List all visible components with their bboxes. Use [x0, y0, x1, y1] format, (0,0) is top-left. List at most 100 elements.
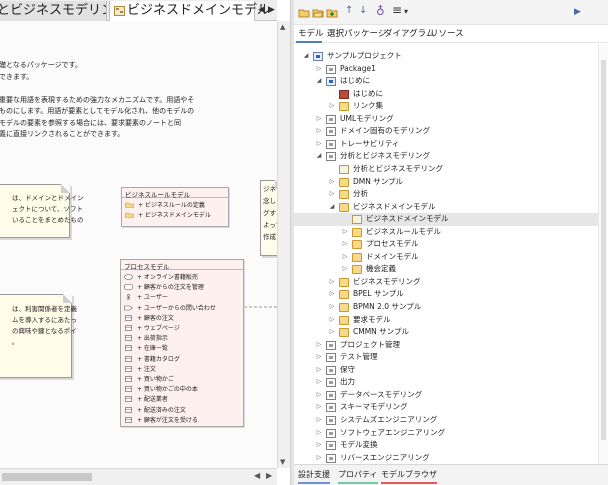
package-member[interactable]: + ユーザー [124, 294, 168, 302]
tree-item[interactable]: ▷スキーマモデリング [294, 401, 598, 414]
expand-icon[interactable]: ▷ [342, 252, 348, 260]
expand-icon[interactable]: ▷ [329, 315, 335, 323]
expand-icon[interactable]: ▷ [329, 303, 335, 310]
expand-icon[interactable]: ▷ [342, 227, 348, 235]
expand-icon[interactable]: ▷ [329, 290, 335, 298]
expand-icon[interactable]: ▷ [316, 403, 322, 411]
tree-item[interactable]: ▷トレーサビリティ [294, 138, 598, 151]
tree-item[interactable]: ▷ビジネスルールモデル [294, 226, 598, 239]
scroll-down-icon[interactable]: ▼ [280, 458, 286, 466]
arrow-up-icon[interactable]: ↑ [345, 5, 354, 16]
tree-item[interactable]: ▷プロジェクト管理 [294, 339, 598, 352]
tree-item[interactable]: ▷保守 [294, 364, 598, 377]
expand-icon[interactable]: ▷ [316, 428, 322, 436]
scroll-left-icon[interactable]: ◀ [254, 471, 261, 480]
package-member[interactable]: + 在庫一覧 [124, 345, 168, 353]
scroll-right-icon[interactable]: ▶ [266, 471, 273, 480]
tree-item[interactable]: ▷ドメインモデル [294, 251, 598, 264]
expand-icon[interactable]: ▷ [316, 139, 322, 147]
package-member[interactable]: + 買い物かご [124, 376, 174, 384]
package-member[interactable]: + 出荷指示 [124, 335, 168, 343]
tree-item[interactable]: ◢ビジネスドメインモデル [294, 201, 598, 214]
tab-scroll-right-icon[interactable]: ▶ [267, 5, 275, 15]
sticky-note-business[interactable]: ジネ念しグするよって作成 [260, 180, 277, 256]
sticky-note-stakeholders[interactable]: は、利害関係者を定義ムを導入するにあたっの興味や鍵となるポイ。 [0, 294, 77, 378]
locate-icon[interactable]: ♁ [376, 4, 385, 18]
tree-item[interactable]: ビジネスドメインモデル [294, 213, 598, 226]
tree-item[interactable]: ▷データベースモデリング [294, 389, 598, 402]
tab-model-browser[interactable]: モデルブラウザ [381, 468, 437, 484]
expand-icon[interactable]: ▷ [316, 365, 322, 373]
package-member[interactable]: + ビジネスドメインモデル [125, 212, 211, 220]
tab-properties[interactable]: プロパティ [338, 468, 378, 484]
vertical-scrollbar[interactable]: ▲ ▼ [277, 21, 290, 468]
expand-icon[interactable]: ▷ [316, 64, 322, 72]
tree-item[interactable]: ◢サンプルプロジェクト [294, 50, 598, 63]
package-member[interactable]: + 書籍カタログ [124, 356, 180, 364]
tree-item[interactable]: ▷ドメイン固有のモデリング [294, 125, 598, 138]
package-member[interactable]: + 配送済みの注文 [124, 407, 186, 415]
expand-icon[interactable]: ▷ [316, 390, 322, 398]
tree-item[interactable]: ▷DMN サンプル [294, 176, 598, 189]
package-member[interactable]: + 配送業者 [124, 396, 168, 404]
package-member[interactable]: + 買い物かごの中の本 [124, 386, 198, 394]
package-member[interactable]: + ウェブページ [124, 325, 180, 333]
tree-item[interactable]: ▷BPMN 2.0 サンプル [294, 301, 598, 314]
package-process-model[interactable]: プロセスモデル + オンライン書籍販売+ 顧客からの注文を管理+ ユーザー+ ユ… [120, 259, 244, 427]
tree-item[interactable]: ▷BPEL サンプル [294, 288, 598, 301]
expand-icon[interactable]: ▷ [316, 114, 322, 122]
tab-scroll-left-icon[interactable]: ◀ [258, 5, 266, 15]
expand-icon[interactable]: ▷ [342, 265, 348, 273]
tree-scrollbar[interactable] [598, 44, 608, 464]
package-member[interactable]: + オンライン書籍販売 [124, 274, 198, 282]
folder-add-icon[interactable] [326, 7, 338, 19]
collapse-icon[interactable]: ◢ [303, 52, 309, 59]
tab-selected-package[interactable]: 選択パッケージ [327, 29, 387, 39]
tree-item[interactable]: ▷要求モデル [294, 314, 598, 327]
expand-icon[interactable]: ▷ [342, 240, 348, 248]
tree-item[interactable]: はじめに [294, 88, 598, 101]
panel-splitter[interactable] [290, 0, 294, 485]
collapse-icon[interactable]: ◢ [316, 77, 322, 85]
tab-business-domain-model[interactable]: ビジネスドメインモデル [109, 1, 270, 21]
tab-model[interactable]: モデル [298, 29, 324, 39]
expand-right-icon[interactable]: ▶ [574, 7, 581, 17]
tree-item[interactable]: ▷プロセスモデル [294, 238, 598, 251]
expand-icon[interactable]: ▷ [316, 441, 322, 449]
tree-item[interactable]: ▷機会定義 [294, 263, 598, 276]
tab-analysis-business-modeling[interactable]: とビジネスモデリング [0, 1, 107, 21]
tree-item[interactable]: ▷システムズエンジニアリング [294, 414, 598, 427]
expand-icon[interactable]: ▷ [329, 277, 335, 285]
folder-icon[interactable] [298, 7, 310, 19]
collapse-icon[interactable]: ◢ [316, 152, 322, 160]
sticky-note-domain[interactable]: は、ドメインとドメインェクトについて、ソフトいることをまとめたもの [0, 184, 84, 238]
folder-open-icon[interactable] [312, 7, 324, 19]
diagram-canvas[interactable]: 礎となるパッケージです。できます。重要な用語を表現するための強力なメカニズムです… [0, 22, 277, 468]
expand-icon[interactable]: ▷ [329, 177, 335, 185]
tab-diagram[interactable]: ダイアグラム [384, 29, 435, 39]
package-member[interactable]: + ビジネスルールの定義 [125, 202, 205, 210]
menu-caret-icon[interactable]: ▾ [404, 7, 409, 16]
project-tree[interactable]: ◢サンプルプロジェクト▷Package1◢はじめにはじめに▷リンク集▷UMLモデ… [294, 44, 598, 464]
tree-item[interactable]: ▷ビジネスモデリング [294, 276, 598, 289]
horizontal-scrollbar[interactable]: ◀ ▶ [0, 468, 277, 485]
tree-item[interactable]: ◢分析とビジネスモデリング [294, 150, 598, 163]
tree-item[interactable]: ▷テスト管理 [294, 351, 598, 364]
collapse-icon[interactable]: ◢ [329, 202, 335, 210]
tab-resources[interactable]: リソース [430, 29, 464, 39]
package-business-rules[interactable]: ビジネスルールモデル + ビジネスルールの定義+ ビジネスドメインモデル [121, 187, 229, 227]
package-member[interactable]: + 顧客の注文 [124, 315, 174, 323]
package-member[interactable]: + ユーザーからの問い合わせ [124, 305, 216, 313]
expand-icon[interactable]: ▷ [329, 328, 335, 336]
expand-icon[interactable]: ▷ [329, 190, 335, 198]
tab-design-support[interactable]: 設計支援 [298, 468, 330, 484]
expand-icon[interactable]: ▷ [329, 102, 335, 110]
tree-item[interactable]: ▷分析 [294, 188, 598, 201]
tree-item[interactable]: 分析とビジネスモデリング [294, 163, 598, 176]
package-member[interactable]: + 注文 [124, 366, 156, 374]
expand-icon[interactable]: ▷ [316, 453, 322, 461]
package-member[interactable]: + 顧客が注文を受ける [124, 417, 198, 425]
menu-icon[interactable]: ≡ [392, 3, 403, 17]
expand-icon[interactable]: ▷ [316, 415, 322, 423]
expand-icon[interactable]: ▷ [316, 340, 322, 348]
